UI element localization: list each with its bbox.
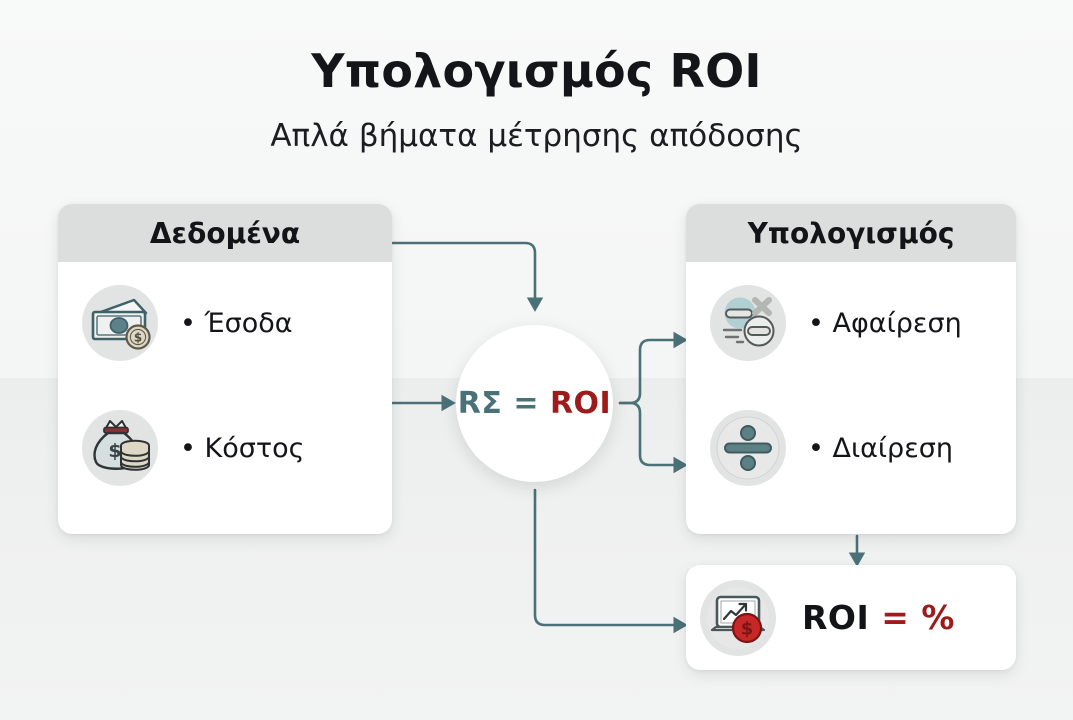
result-formula-primary: ROI: [802, 598, 870, 637]
money-bag-icon: $: [82, 410, 158, 486]
data-card-header: Δεδομένα: [58, 204, 392, 262]
subtraction-icon: [710, 285, 786, 361]
center-formula-circle: RΣ = ROI: [456, 325, 613, 482]
calc-item-division[interactable]: • Διαίρεση: [710, 405, 1006, 491]
result-formula: ROI = %: [802, 598, 955, 637]
svg-text:$: $: [108, 440, 121, 462]
data-card-body: $ • Έσοδα $: [58, 262, 392, 534]
laptop-chart-dollar-icon: $: [700, 579, 776, 656]
result-formula-secondary: = %: [881, 598, 955, 637]
result-card: $ ROI = %: [686, 565, 1016, 670]
center-formula-right: ROI: [549, 386, 612, 421]
page-title: Υπολογισμός ROI: [311, 44, 762, 98]
data-item-revenue-label: • Έσοδα: [180, 307, 293, 339]
data-item-revenue[interactable]: $ • Έσοδα: [82, 280, 382, 366]
division-icon: [710, 410, 786, 486]
calc-item-subtraction-label: • Αφαίρεση: [808, 307, 962, 339]
page-subtitle: Απλά βήματα μέτρησης απόδοσης: [270, 118, 803, 154]
center-formula-left: RΣ =: [457, 386, 539, 421]
data-item-cost-label: • Κόστος: [180, 432, 305, 464]
svg-text:$: $: [134, 331, 142, 345]
calc-item-division-label: • Διαίρεση: [808, 432, 954, 464]
svg-text:$: $: [741, 618, 754, 639]
calculation-card-body: • Αφαίρεση • Διαίρεση: [686, 262, 1016, 534]
banknote-icon: $: [82, 285, 158, 361]
data-item-cost[interactable]: $ • Κόστος: [82, 405, 382, 491]
data-card: Δεδομένα $: [58, 204, 392, 534]
calculation-card: Υπολογισμός: [686, 204, 1016, 534]
calculation-card-header: Υπολογισμός: [686, 204, 1016, 262]
calc-item-subtraction[interactable]: • Αφαίρεση: [710, 280, 1006, 366]
